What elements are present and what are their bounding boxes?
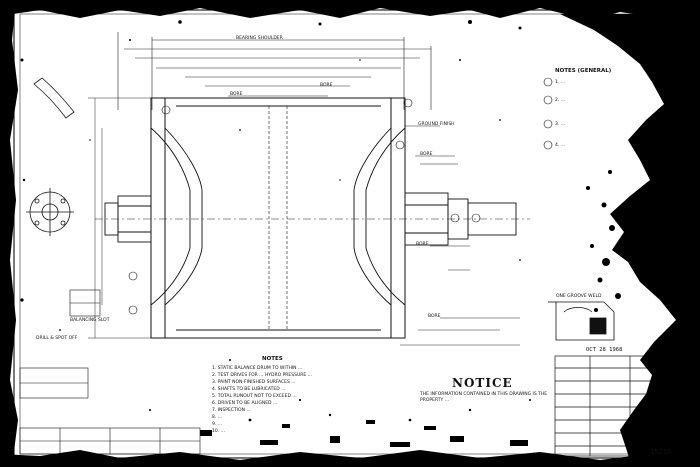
weld-detail-label: ONE GROOVE WELD bbox=[556, 294, 602, 299]
notice-title: NOTICE bbox=[452, 376, 513, 390]
dim-bearing-shoulder: BEARING SHOULDER bbox=[236, 36, 283, 41]
leader-lines bbox=[400, 125, 520, 346]
side-note-1: 1. ... bbox=[555, 80, 566, 85]
bottom-edge-noise bbox=[0, 420, 700, 467]
bottom-note-9: 9. ... bbox=[212, 422, 223, 427]
top-edge-noise bbox=[0, 0, 700, 30]
dim-bore-c: BORE bbox=[420, 152, 433, 157]
side-notes-title: NOTES (GENERAL) bbox=[555, 68, 612, 74]
dim-bore-e: BORE bbox=[428, 314, 441, 319]
side-note-3: 3. ... bbox=[555, 122, 566, 127]
bottom-note-2: 2. TEST DRIVES FOR ... HYDRO PRESSURE ..… bbox=[212, 373, 312, 378]
notice-body: THE INFORMATION CONTAINED IN THIS DRAWIN… bbox=[420, 392, 548, 403]
side-note-4: 4. ... bbox=[555, 143, 566, 148]
bottom-note-4: 4. SHAFTS TO BE LUBRICATED ... bbox=[212, 387, 286, 392]
bottom-note-5: 5. TOTAL RUNOUT NOT TO EXCEED ... bbox=[212, 394, 297, 399]
revision-block bbox=[19, 367, 201, 455]
dim-bore-b: BORE bbox=[230, 92, 243, 97]
side-note-2: 2. ... bbox=[555, 98, 566, 103]
arc-segment bbox=[33, 77, 75, 119]
bottom-note-10: 10. ... bbox=[212, 429, 225, 434]
bottom-note-8: 8. ... bbox=[212, 415, 223, 420]
bottom-note-6: 6. DRIVEN TO BE ALIGNED ... bbox=[212, 401, 278, 406]
left-dimensions bbox=[88, 97, 500, 339]
dark-damage-region bbox=[560, 14, 700, 467]
drawing-number: 15216 bbox=[650, 448, 672, 456]
left-edge-noise bbox=[0, 0, 26, 467]
dim-ground-finish: GROUND FINISH bbox=[418, 122, 455, 127]
bottom-note-7: 7. INSPECTION ... bbox=[212, 408, 251, 413]
date-stamp: OCT 28 1968 bbox=[586, 347, 623, 353]
top-dimensions bbox=[117, 32, 432, 110]
label-drill-spot: DRILL & SPOT OFF bbox=[36, 336, 78, 341]
dim-bore-d: BORE bbox=[416, 242, 429, 247]
balloon-callouts bbox=[128, 77, 553, 315]
label-balancing-slot: BALANCING SLOT bbox=[70, 318, 110, 323]
bottom-notes-title: NOTES bbox=[262, 356, 283, 362]
small-detail-left bbox=[69, 289, 101, 317]
dim-bore-a: BORE bbox=[320, 83, 333, 88]
weld-detail bbox=[548, 301, 615, 341]
bottom-note-3: 3. PAINT NON-FINISHED SURFACES ... bbox=[212, 380, 296, 385]
bolt-circle-detail bbox=[26, 188, 74, 236]
speckles bbox=[59, 39, 531, 422]
bottom-note-1: 1. STATIC BALANCE DRUM TO WITHIN ... bbox=[212, 366, 303, 371]
